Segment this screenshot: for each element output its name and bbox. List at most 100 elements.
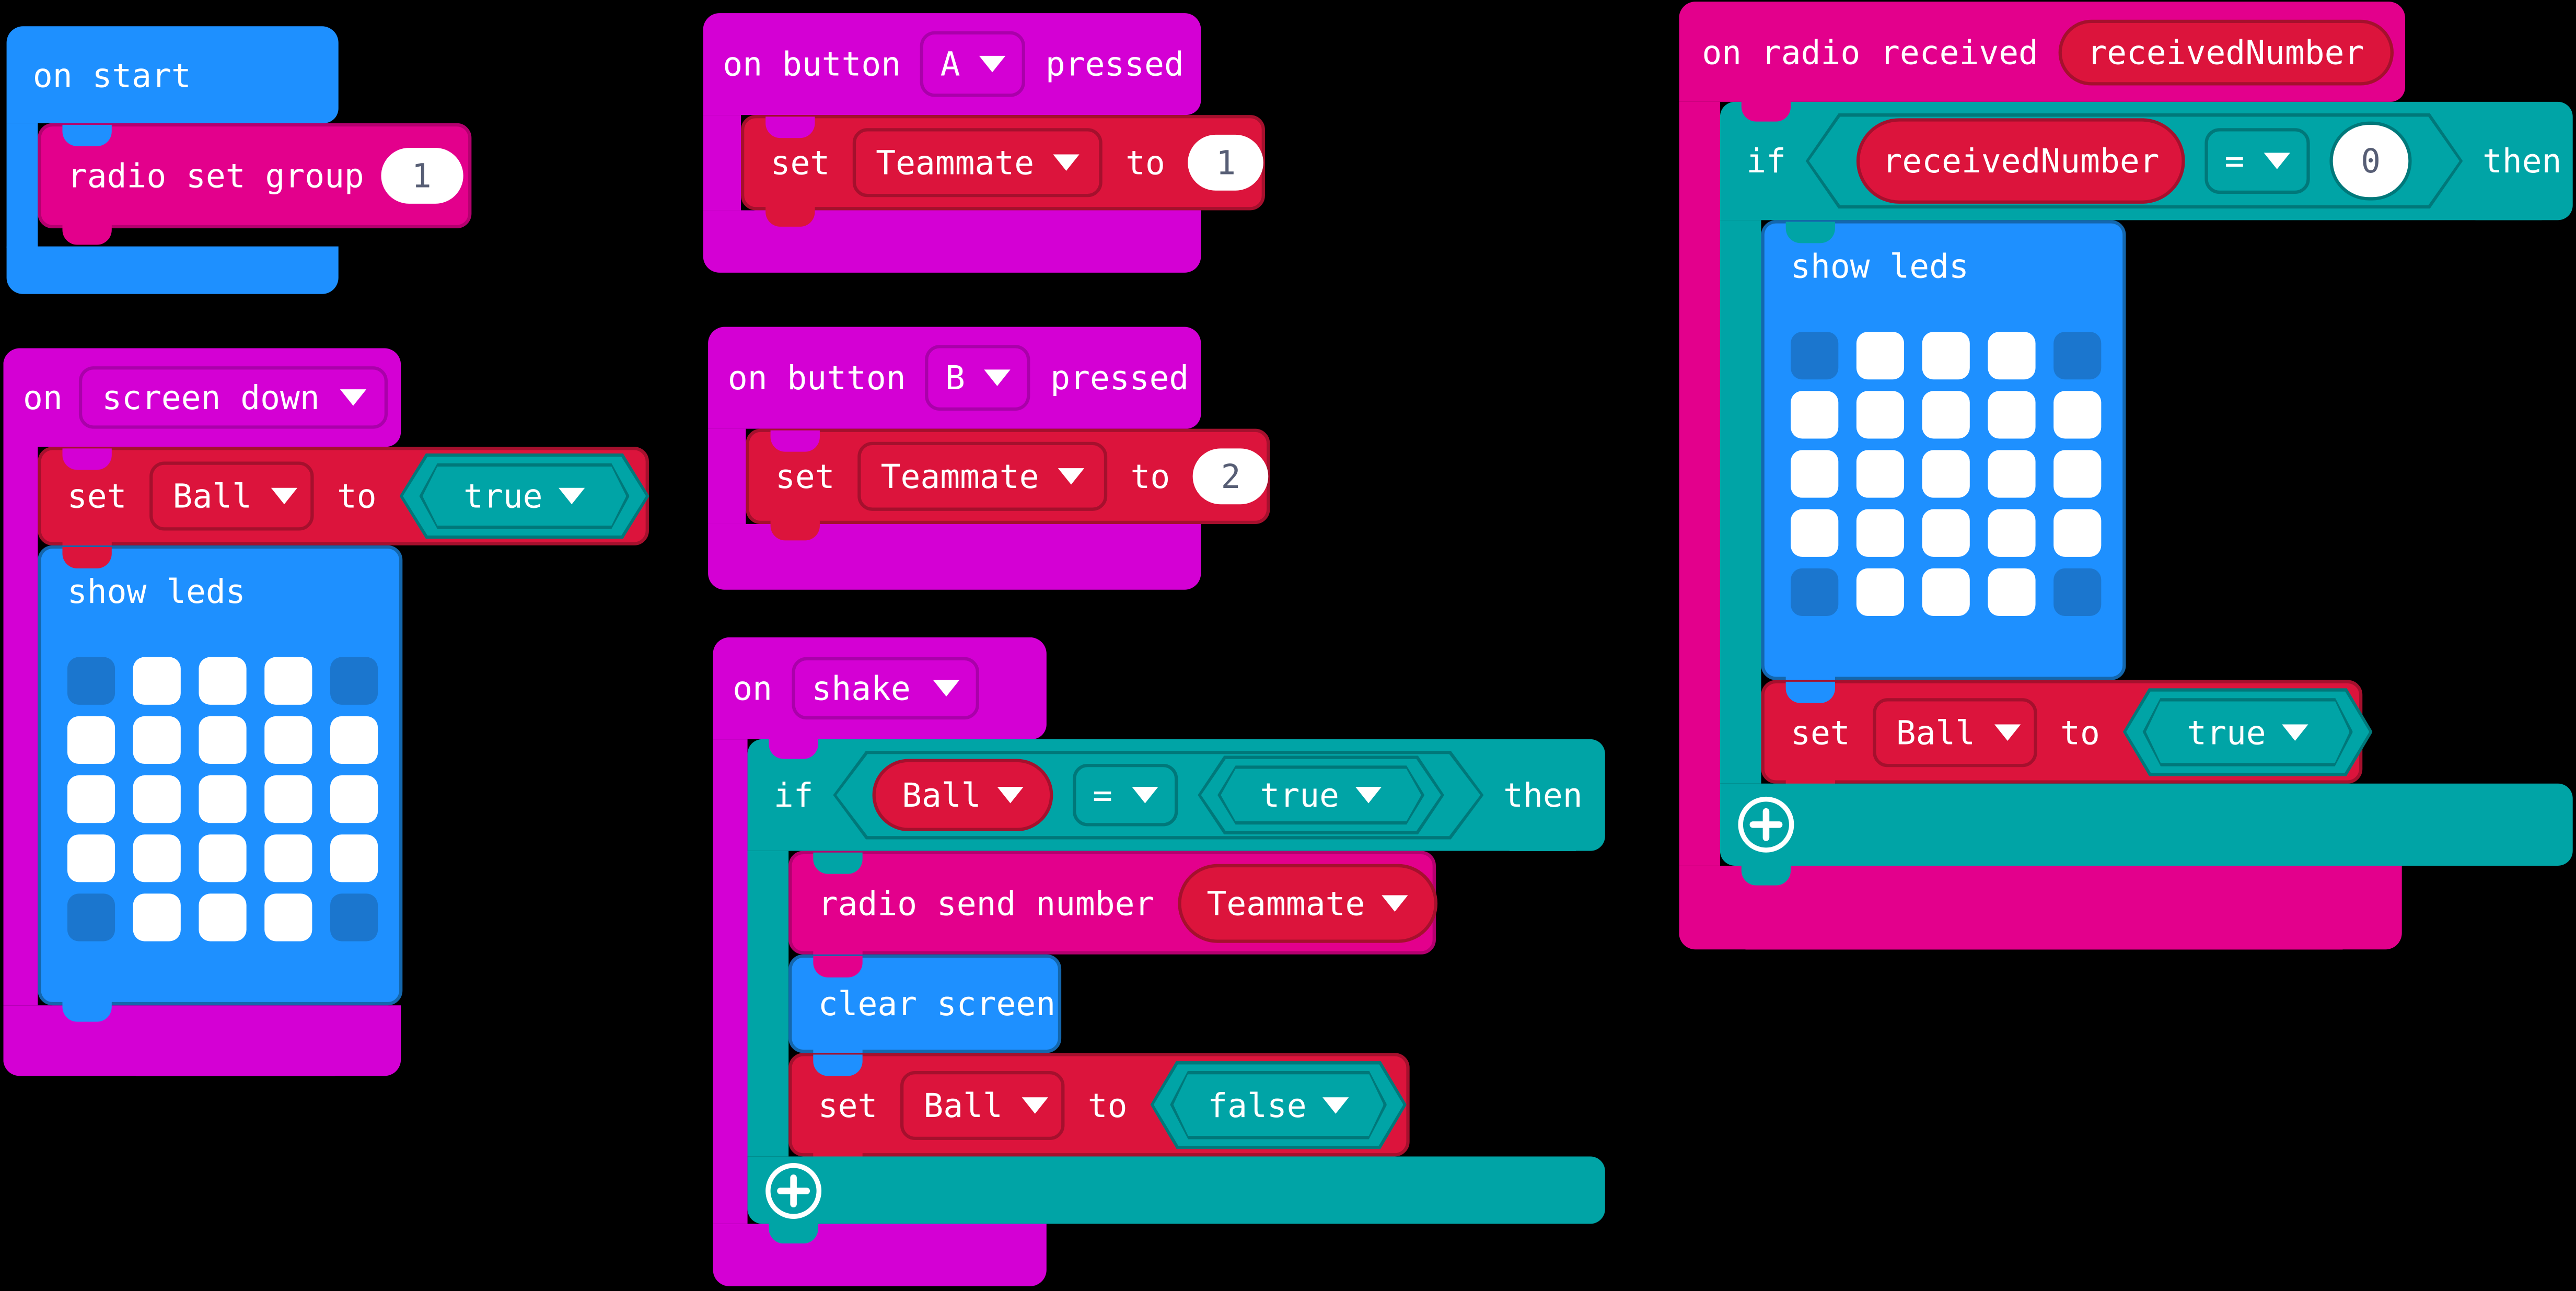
block-if-header[interactable]: if receivedNumber = 0 then: [1720, 100, 2573, 220]
led-cell-on[interactable]: [1856, 391, 1905, 439]
block-on-shake[interactable]: on shake: [713, 637, 1047, 739]
notch: [1741, 864, 1791, 886]
led-cell-off[interactable]: [1791, 568, 1839, 617]
led-cell-on[interactable]: [264, 893, 312, 941]
block-on-radio-received[interactable]: on radio received receivedNumber: [1679, 2, 2406, 102]
led-cell-on[interactable]: [1856, 509, 1905, 557]
block-on-screen-down[interactable]: on screen down: [3, 348, 401, 447]
led-cell-on[interactable]: [1791, 450, 1839, 498]
number-input[interactable]: 1: [1188, 134, 1264, 191]
led-cell-on[interactable]: [133, 716, 181, 764]
variable-dropdown[interactable]: Ball: [149, 461, 314, 531]
led-cell-on[interactable]: [330, 775, 378, 823]
led-cell-on[interactable]: [1791, 391, 1839, 439]
led-cell-on[interactable]: [1922, 509, 1970, 557]
led-cell-on[interactable]: [330, 834, 378, 882]
param-oval[interactable]: receivedNumber: [2058, 19, 2394, 85]
event-dropdown[interactable]: screen down: [79, 366, 388, 429]
block-on-start[interactable]: on start: [6, 26, 339, 123]
led-cell-on[interactable]: [264, 657, 312, 705]
led-cell-off[interactable]: [330, 893, 378, 941]
block-boolean-true[interactable]: true: [1198, 755, 1444, 834]
led-cell-on[interactable]: [1988, 509, 2036, 557]
led-cell-on[interactable]: [1988, 450, 2036, 498]
block-show-leds[interactable]: show leds: [38, 545, 403, 1022]
led-cell-on[interactable]: [264, 716, 312, 764]
variable-oval[interactable]: receivedNumber: [1856, 118, 2185, 204]
led-cell-on[interactable]: [1922, 450, 1970, 498]
operator-dropdown[interactable]: =: [2204, 128, 2310, 194]
variable-oval[interactable]: Ball: [872, 759, 1053, 831]
block-radio-set-group[interactable]: radio set group 1: [38, 123, 472, 245]
variable-dropdown[interactable]: Ball: [1873, 697, 2038, 766]
block-boolean-true[interactable]: true: [2123, 688, 2373, 776]
led-cell-on[interactable]: [1791, 509, 1839, 557]
led-grid: [1791, 332, 2102, 617]
block-set-variable[interactable]: set Teammate to 2: [746, 428, 1270, 541]
block-show-leds[interactable]: show leds: [1761, 220, 2126, 697]
led-cell-on[interactable]: [1856, 568, 1905, 617]
led-cell-on[interactable]: [1922, 568, 1970, 617]
block-on-button-b[interactable]: on button B pressed: [708, 327, 1201, 429]
block-label: on button: [723, 44, 901, 84]
block-label: radio send number: [818, 882, 1155, 923]
block-set-variable[interactable]: set Teammate to 1: [741, 115, 1265, 227]
block-set-variable[interactable]: set Ball to true: [38, 447, 649, 562]
led-cell-off[interactable]: [67, 657, 115, 705]
variable-dropdown[interactable]: Ball: [900, 1070, 1065, 1139]
led-cell-on[interactable]: [199, 893, 247, 941]
led-cell-on[interactable]: [133, 893, 181, 941]
expand-if-button[interactable]: [1738, 796, 1794, 853]
led-cell-on[interactable]: [199, 657, 247, 705]
led-cell-off[interactable]: [2053, 332, 2102, 380]
block-clear-screen[interactable]: clear screen: [788, 954, 1062, 1069]
led-cell-on[interactable]: [1922, 391, 1970, 439]
led-cell-on[interactable]: [1856, 332, 1905, 380]
variable-oval[interactable]: Teammate: [1177, 863, 1437, 943]
block-radio-send-number[interactable]: radio send number Teammate: [788, 851, 1437, 971]
led-cell-on[interactable]: [67, 834, 115, 882]
led-cell-on[interactable]: [1988, 568, 2036, 617]
button-dropdown[interactable]: A: [920, 31, 1026, 97]
button-dropdown-value: B: [945, 358, 965, 398]
led-cell-on[interactable]: [2053, 509, 2102, 557]
operator-dropdown[interactable]: =: [1073, 764, 1178, 827]
led-cell-on[interactable]: [1988, 332, 2036, 380]
led-cell-on[interactable]: [1856, 450, 1905, 498]
block-boolean-true[interactable]: true: [400, 453, 649, 539]
block-set-variable[interactable]: set Ball to true: [1761, 680, 2363, 800]
variable-dropdown[interactable]: Teammate: [853, 128, 1103, 197]
led-cell-on[interactable]: [2053, 450, 2102, 498]
led-cell-on[interactable]: [199, 775, 247, 823]
led-cell-on[interactable]: [264, 775, 312, 823]
led-cell-on[interactable]: [199, 716, 247, 764]
led-cell-off[interactable]: [1791, 332, 1839, 380]
led-cell-off[interactable]: [330, 657, 378, 705]
led-cell-on[interactable]: [199, 834, 247, 882]
led-cell-on[interactable]: [1922, 332, 1970, 380]
expand-if-button[interactable]: [765, 1162, 822, 1218]
led-cell-off[interactable]: [2053, 568, 2102, 617]
variable-dropdown[interactable]: Teammate: [857, 441, 1108, 511]
led-cell-on[interactable]: [330, 716, 378, 764]
led-cell-on[interactable]: [2053, 391, 2102, 439]
block-boolean-false[interactable]: false: [1151, 1061, 1407, 1149]
gesture-dropdown[interactable]: shake: [792, 657, 980, 720]
led-cell-off[interactable]: [67, 893, 115, 941]
number-input[interactable]: 0: [2329, 121, 2412, 201]
block-if-header[interactable]: if Ball = true: [747, 737, 1605, 851]
button-dropdown[interactable]: B: [925, 345, 1031, 411]
number-input[interactable]: 2: [1193, 448, 1269, 505]
led-cell-on[interactable]: [1988, 391, 2036, 439]
block-set-variable[interactable]: set Ball to false: [788, 1053, 1410, 1173]
block-on-button-a[interactable]: on button A pressed: [703, 13, 1201, 115]
led-cell-on[interactable]: [133, 657, 181, 705]
led-cell-on[interactable]: [67, 716, 115, 764]
led-cell-on[interactable]: [264, 834, 312, 882]
led-cell-on[interactable]: [133, 775, 181, 823]
set-label: set: [775, 457, 835, 496]
led-cell-on[interactable]: [67, 775, 115, 823]
group-number-input[interactable]: 1: [380, 147, 463, 204]
led-cell-on[interactable]: [133, 834, 181, 882]
